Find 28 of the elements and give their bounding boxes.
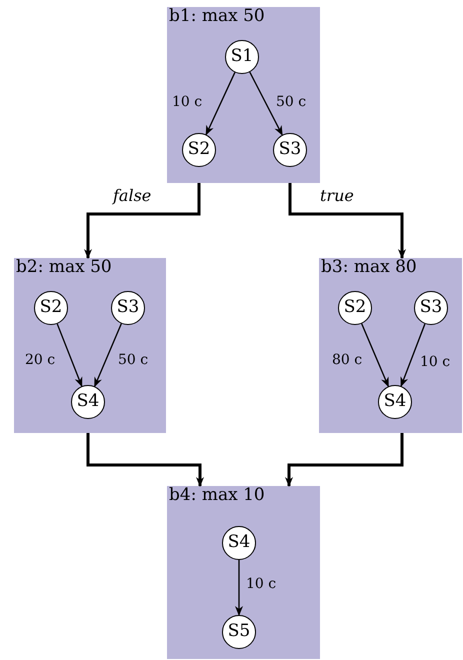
arrow [400, 324, 426, 388]
group-box [319, 258, 462, 433]
group-title: b1: max 50 [169, 8, 265, 25]
edge-label: 10 c [246, 577, 276, 591]
arrow [288, 183, 406, 259]
arrow [56, 324, 82, 388]
edge-label: 50 c [118, 353, 148, 367]
edge-label: 80 c [332, 353, 362, 367]
edge-label: 20 c [25, 353, 56, 367]
arrow [235, 560, 243, 616]
edge-label: 50 c [276, 95, 306, 109]
arrow [285, 433, 404, 487]
group-title: b3: max 80 [321, 259, 417, 276]
edge-label: 10 c [172, 95, 202, 109]
edge-label: 10 c [420, 355, 450, 369]
arrow [206, 72, 236, 136]
group-title: b4: max 10 [169, 487, 265, 504]
edge-label: true [320, 188, 354, 204]
group-title: b2: max 50 [16, 259, 112, 276]
group-box [167, 7, 320, 183]
edge-label: false [113, 188, 152, 204]
group-box [14, 258, 166, 433]
arrow [86, 433, 204, 487]
group-box [167, 486, 320, 659]
arrow [249, 72, 283, 136]
arrow [84, 183, 200, 259]
arrow [94, 323, 122, 388]
arrow [361, 323, 389, 388]
